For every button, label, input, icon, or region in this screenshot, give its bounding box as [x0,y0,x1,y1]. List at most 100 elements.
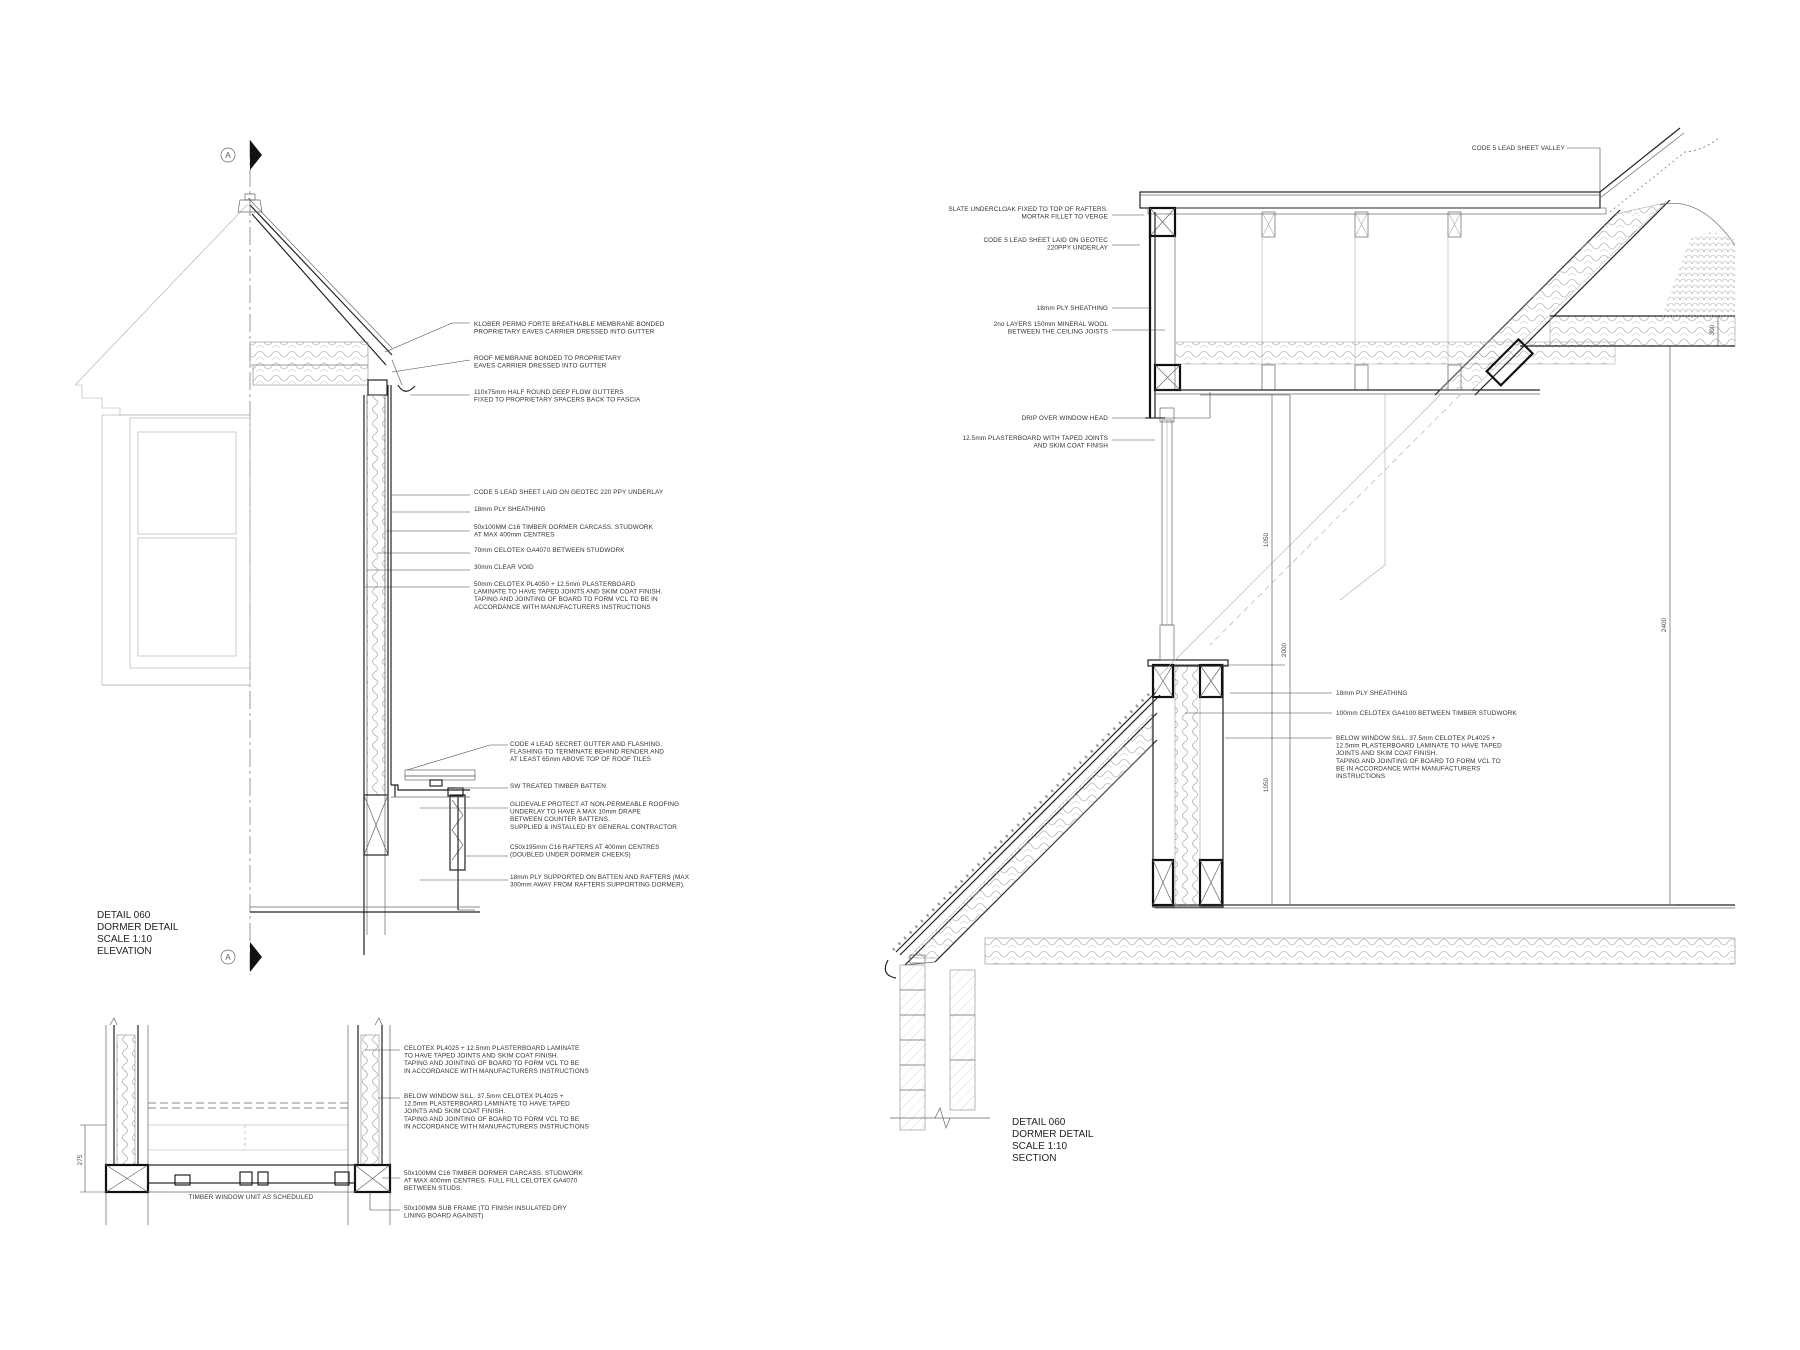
annotation-line: TAPING AND JOINTING OF BOARD TO FORM VCL… [1336,758,1501,765]
annotation-line: JOINTS AND SKIM COAT FINISH. [1336,750,1437,757]
elevation-title-block: DETAIL 060 DORMER DETAIL SCALE 1:10 ELEV… [97,910,179,957]
annotation-note: DRIP OVER WINDOW HEAD [1022,415,1109,422]
annotation-note: 100mm CELOTEX GA4100 BETWEEN TIMBER STUD… [1336,710,1517,717]
annotation-line: DRIP OVER WINDOW HEAD [1022,415,1109,422]
section-title-line: SECTION [1012,1153,1056,1164]
annotation-line: CELOTEX PL4025 + 12.5mm PLASTERBOARD LAM… [404,1045,579,1052]
elevation-title-line: ELEVATION [97,946,152,957]
annotation-note: 18mm PLY SHEATHING [474,506,545,513]
section-view: 1050 2000 1050 2400 300 [884,127,1736,1131]
annotation-line: BE IN ACCORDANCE WITH MANUFACTURERS [1336,765,1480,772]
annotation-line: EAVES CARRIER DRESSED INTO GUTTER [474,363,607,370]
svg-text:A: A [225,953,231,962]
annotation-line: AND SKIM COAT FINISH [1033,443,1108,450]
elevation-notes: KLOBER PERMO FORTE BREATHABLE MEMBRANE B… [474,321,690,889]
annotation-line: SW TREATED TIMBER BATTEN [510,783,606,790]
annotation-line: 18mm PLY SHEATHING [1336,690,1407,697]
annotation-line: SUPPLIED & INSTALLED BY GENERAL CONTRACT… [510,824,677,831]
annotation-note: C50x195mm C16 RAFTERS AT 400mm CENTRES(D… [510,844,660,859]
annotation-note: 18mm PLY SHEATHING [1037,305,1108,312]
annotation-note: 18mm PLY SUPPORTED ON BATTEN AND RAFTERS… [510,874,690,889]
elevation-leaders [365,322,508,881]
section-title-line: SCALE 1:10 [1012,1141,1067,1152]
annotation-line: AT MAX 400mm CENTRES. FULL FILL CELOTEX … [404,1178,578,1185]
annotation-line: C50x195mm C16 RAFTERS AT 400mm CENTRES [510,844,660,851]
plan-view: TIMBER WINDOW UNIT AS SCHEDULED 275 [77,1017,400,1225]
elevation-title-line: DETAIL 060 [97,910,151,921]
annotation-line: 18mm PLY SHEATHING [1037,305,1108,312]
annotation-line: 50x100MM SUB FRAME (TO FINISH INSULATED … [404,1205,567,1212]
annotation-line: 100mm CELOTEX GA4100 BETWEEN TIMBER STUD… [1336,710,1517,717]
annotation-note: GLIDEVALE PROTECT AT NON-PERMEABLE ROOFI… [510,801,679,831]
annotation-line: 50x100MM C16 TIMBER DORMER CARCASS. STUD… [404,1170,584,1177]
annotation-line: TAPING AND JOINTING OF BOARD TO FORM VCL… [474,596,658,603]
section-dimension: 2000 [1281,642,1288,657]
section-title-block: DETAIL 060 DORMER DETAIL SCALE 1:10 SECT… [1012,1117,1094,1164]
annotation-line: 12.5mm PLASTERBOARD WITH TAPED JOINTS [962,435,1108,442]
annotation-line: PROPRIETARY EAVES CARRIER DRESSED INTO G… [474,329,655,336]
annotation-note: 50x100MM C16 TIMBER DORMER CARCASS. STUD… [474,524,654,539]
annotation-line: BETWEEN STUDS. [404,1185,462,1192]
annotation-line: ACCORDANCE WITH MANUFACTURERS INSTRUCTIO… [474,604,651,611]
annotation-line: IN ACCORDANCE WITH MANUFACTURERS INSTRUC… [404,1123,589,1130]
annotation-line: (DOUBLED UNDER DORMER CHEEKS) [510,852,631,859]
section-dimension: 2400 [1661,617,1668,632]
plan-dimension: 275 [77,1154,84,1165]
annotation-line: 30mm CLEAR VOID [474,564,534,571]
annotation-line: CODE 5 LEAD SHEET LAID ON GEOTEC 220 PPY… [474,489,664,496]
annotation-line: ROOF MEMBRANE BONDED TO PROPRIETARY [474,355,622,362]
annotation-line: TO HAVE TAPED JOINTS AND SKIM COAT FINIS… [404,1053,559,1060]
annotation-line: 220PPY UNDERLAY [1047,245,1109,252]
annotation-line: LAMINATE TO HAVE TAPED JOINTS AND SKIM C… [474,589,663,596]
annotation-line: 12.5mm PLASTERBOARD LAMINATE TO HAVE TAP… [1336,743,1502,750]
annotation-note: KLOBER PERMO FORTE BREATHABLE MEMBRANE B… [474,321,665,336]
annotation-line: BETWEEN THE CEILING JOISTS [1008,329,1108,336]
section-title-line: DORMER DETAIL [1012,1129,1094,1140]
elevation-title-line: DORMER DETAIL [97,922,179,933]
annotation-note: 30mm CLEAR VOID [474,564,534,571]
section-dimension: 1050 [1263,532,1270,547]
annotation-line: JOINTS AND SKIM COAT FINISH. [404,1108,505,1115]
annotation-line: UNDERLAY TO HAVE A MAX 10mm DRAPE [510,809,641,816]
annotation-line: KLOBER PERMO FORTE BREATHABLE MEMBRANE B… [474,321,665,328]
annotation-line: CODE 5 LEAD SHEET VALLEY [1472,145,1566,152]
plan-notes: CELOTEX PL4025 + 12.5mm PLASTERBOARD LAM… [404,1045,589,1220]
annotation-note: CODE 5 LEAD SHEET VALLEY [1472,145,1566,152]
annotation-line: GLIDEVALE PROTECT AT NON-PERMEABLE ROOFI… [510,801,679,808]
annotation-line: 70mm CELOTEX GA4070 BETWEEN STUDWORK [474,547,625,554]
annotation-note: BELOW WINDOW SILL. 37.5mm CELOTEX PL4025… [1336,735,1502,780]
annotation-line: 300mm AWAY FROM RAFTERS SUPPORTING DORME… [510,882,685,889]
annotation-line: 50x100MM C16 TIMBER DORMER CARCASS. STUD… [474,524,654,531]
annotation-line: BELOW WINDOW SILL. 37.5mm CELOTEX PL4025… [1336,735,1496,742]
annotation-line: 2no LAYERS 150mm MINERAL WOOL [994,321,1109,328]
svg-text:A: A [225,151,231,160]
annotation-line: MORTAR FILLET TO VERGE [1022,214,1108,221]
window-unit-label: TIMBER WINDOW UNIT AS SCHEDULED [189,1194,314,1201]
section-title-line: DETAIL 060 [1012,1117,1066,1128]
annotation-note: 70mm CELOTEX GA4070 BETWEEN STUDWORK [474,547,625,554]
annotation-line: SLATE UNDERCLOAK FIXED TO TOP OF RAFTERS… [948,206,1108,213]
section-notes: SLATE UNDERCLOAK FIXED TO TOP OF RAFTERS… [948,145,1565,780]
annotation-line: 18mm PLY SUPPORTED ON BATTEN AND RAFTERS… [510,874,690,881]
annotation-line: 18mm PLY SHEATHING [474,506,545,513]
annotation-note: 18mm PLY SHEATHING [1336,690,1407,697]
annotation-note: SLATE UNDERCLOAK FIXED TO TOP OF RAFTERS… [948,206,1108,221]
annotation-note: 50mm CELOTEX PL4050 + 12.5mm PLASTERBOAR… [474,581,663,611]
annotation-line: 50mm CELOTEX PL4050 + 12.5mm PLASTERBOAR… [474,581,636,588]
elevation-view: A A [74,140,480,975]
annotation-line: BELOW WINDOW SILL. 37.5mm CELOTEX PL4025… [404,1093,564,1100]
annotation-line: AT LEAST 65mm ABOVE TOP OF ROOF TILES [510,756,651,763]
annotation-note: CODE 5 LEAD SHEET LAID ON GEOTEC 220 PPY… [474,489,664,496]
annotation-line: TAPING AND JOINTING OF BOARD TO FORM VCL… [404,1116,579,1123]
annotation-line: INSTRUCTIONS [1336,773,1385,780]
elevation-title-line: SCALE 1:10 [97,934,152,945]
annotation-line: FLASHING TO TERMINATE BEHIND RENDER AND [510,749,664,756]
annotation-note: BELOW WINDOW SILL. 37.5mm CELOTEX PL4025… [404,1093,589,1130]
section-dimension: 300 [1709,324,1716,335]
